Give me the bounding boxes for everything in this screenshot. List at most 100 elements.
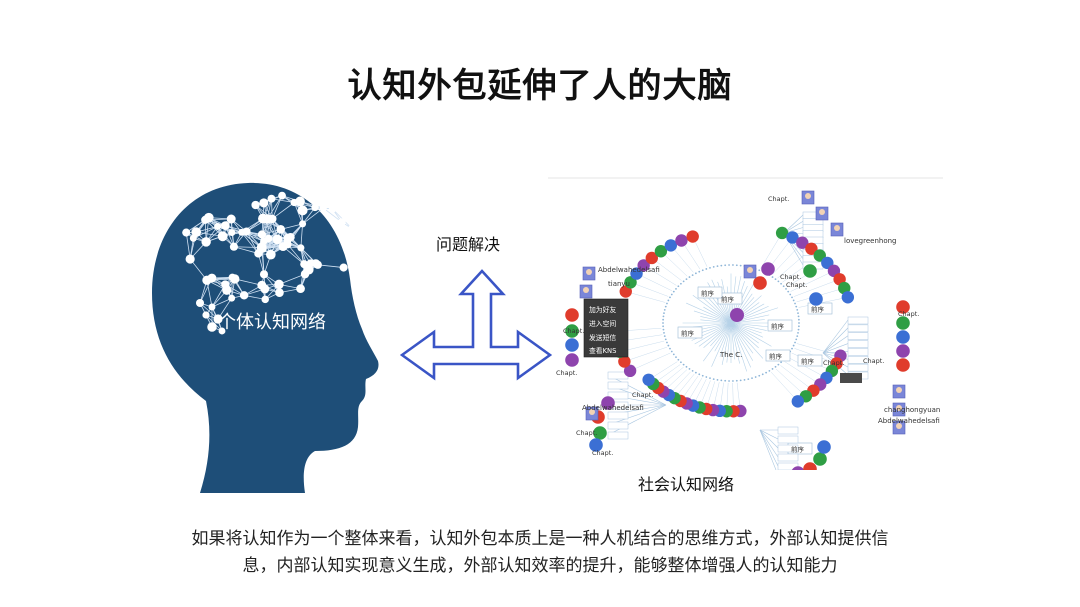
- section-label: 前序: [721, 295, 735, 304]
- network-node[interactable]: [786, 231, 799, 244]
- brain-node: [306, 259, 315, 268]
- section-label: 前序: [769, 352, 783, 361]
- user-avatar-face: [896, 387, 902, 393]
- network-node[interactable]: [593, 426, 607, 440]
- network-context-menu[interactable]: 加为好友 进入空间 发送短信 查看KNS: [583, 298, 629, 358]
- network-edge: [663, 312, 665, 315]
- brain-node: [214, 222, 222, 230]
- network-node[interactable]: [601, 396, 615, 410]
- network-edge: [777, 363, 780, 366]
- network-node[interactable]: [809, 292, 823, 306]
- network-label-box: [607, 411, 629, 420]
- network-node[interactable]: [896, 316, 910, 330]
- network-edge: [732, 380, 734, 382]
- network-edge: [730, 322, 764, 338]
- network-edge: [667, 299, 670, 302]
- brain-node: [296, 284, 305, 294]
- network-edge: [730, 322, 740, 364]
- network-edge: [686, 302, 732, 324]
- network-edge: [625, 291, 666, 303]
- network-edge: [730, 322, 764, 359]
- chapter-label: Chapt.: [823, 359, 844, 367]
- brain-node: [185, 254, 195, 264]
- network-node[interactable]: [630, 267, 643, 280]
- network-edge: [662, 315, 665, 318]
- network-edge: [694, 272, 697, 275]
- network-node[interactable]: [896, 344, 910, 358]
- network-edge: [663, 331, 665, 334]
- context-menu-item[interactable]: 查看KNS: [589, 346, 616, 355]
- network-edge: [789, 293, 792, 296]
- network-edge: [739, 379, 742, 382]
- network-node[interactable]: [753, 276, 767, 290]
- brain-node: [217, 231, 228, 242]
- network-edge: [607, 374, 667, 406]
- network-node[interactable]: [623, 364, 637, 378]
- network-node[interactable]: [642, 373, 655, 386]
- network-node[interactable]: [565, 324, 579, 338]
- network-node[interactable]: [775, 226, 789, 240]
- network-edge: [822, 327, 849, 354]
- network-edge: [692, 295, 732, 324]
- network-edge: [791, 296, 793, 299]
- network-node[interactable]: [565, 308, 579, 322]
- network-node[interactable]: [565, 338, 579, 352]
- network-center-node[interactable]: [730, 308, 744, 322]
- brain-node: [259, 270, 269, 279]
- social-network-graph-icon: 前序前序前序前序前序前序前序前序Chapt.Chapt.Chapt.Chapt.…: [548, 177, 943, 470]
- network-edge: [730, 322, 759, 349]
- context-menu-item[interactable]: 进入空间: [589, 319, 616, 328]
- network-node[interactable]: [654, 245, 668, 258]
- brain-node: [229, 242, 238, 251]
- network-node[interactable]: [565, 353, 579, 367]
- network-node[interactable]: [796, 236, 809, 249]
- network-node[interactable]: [817, 440, 831, 454]
- context-menu-item[interactable]: 发送短信: [589, 333, 616, 342]
- network-edge: [693, 310, 732, 324]
- network-node[interactable]: [589, 438, 603, 452]
- network-edge: [700, 316, 732, 324]
- network-edge: [680, 361, 682, 364]
- network-node[interactable]: [645, 251, 659, 265]
- network-node[interactable]: [624, 276, 637, 289]
- network-edge: [770, 371, 798, 402]
- network-edge: [662, 322, 664, 324]
- brain-node: [266, 249, 276, 260]
- brain-node: [303, 264, 314, 275]
- network-node[interactable]: [805, 242, 818, 255]
- brain-node: [195, 298, 205, 308]
- network-node[interactable]: [637, 259, 650, 272]
- network-node[interactable]: [841, 291, 855, 304]
- network-node[interactable]: [675, 234, 688, 247]
- network-edge: [724, 264, 727, 267]
- context-menu-item[interactable]: 加为好友: [589, 305, 616, 314]
- network-edge: [730, 322, 772, 347]
- brain-node: [207, 322, 217, 332]
- network-node[interactable]: [664, 239, 678, 252]
- problem-solving-label: 问题解决: [436, 235, 501, 254]
- network-edge: [795, 305, 798, 308]
- network-node[interactable]: [813, 452, 827, 466]
- brain-node: [299, 220, 307, 228]
- network-node[interactable]: [896, 300, 910, 314]
- network-node[interactable]: [896, 330, 910, 344]
- network-node[interactable]: [803, 264, 817, 278]
- network-node[interactable]: [618, 355, 631, 368]
- brain-node: [328, 205, 337, 213]
- network-edge: [685, 365, 688, 368]
- network-label-box: [847, 348, 869, 356]
- network-node[interactable]: [619, 285, 632, 298]
- network-node[interactable]: [791, 395, 805, 408]
- network-edge: [712, 378, 715, 380]
- network-node[interactable]: [896, 358, 910, 372]
- network-edge: [643, 265, 677, 286]
- network-node[interactable]: [686, 230, 699, 243]
- network-edge: [675, 288, 677, 290]
- brain-edge: [233, 246, 259, 254]
- network-text-labels: 前序前序前序前序前序前序前序前序Chapt.Chapt.Chapt.Chapt.…: [556, 195, 919, 457]
- network-edge: [685, 278, 688, 281]
- network-node[interactable]: [791, 466, 805, 470]
- network-node[interactable]: [761, 262, 775, 276]
- network-node[interactable]: [803, 462, 817, 470]
- brain-node: [203, 212, 214, 223]
